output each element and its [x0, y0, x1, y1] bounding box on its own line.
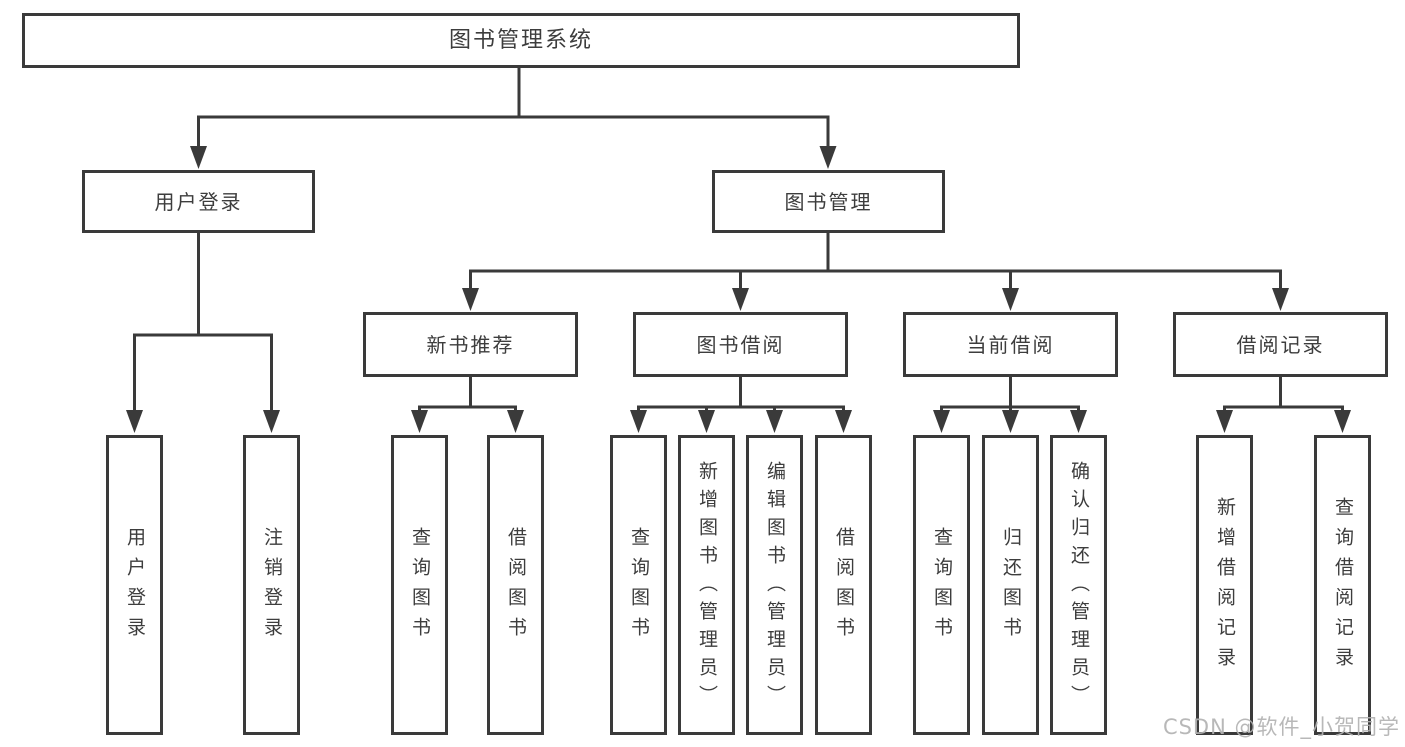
arrowhead	[698, 410, 715, 433]
connector-book-borrow-to-leaves	[630, 377, 852, 433]
arrowhead	[462, 288, 479, 311]
arrowhead	[732, 288, 749, 311]
connector-new-book-recommend-to-leaves	[411, 377, 524, 433]
node-leaf-add-borrow-record: 新增借阅记录	[1196, 435, 1253, 735]
arrowhead	[263, 410, 280, 433]
arrowhead	[126, 410, 143, 433]
node-leaf-borrow-books-recommend: 借阅图书	[487, 435, 544, 735]
node-book-borrow: 图书借阅	[633, 312, 848, 377]
arrowhead	[1002, 410, 1019, 433]
node-new-book-recommend: 新书推荐	[363, 312, 578, 377]
node-leaf-query-books-borrow: 查询图书	[610, 435, 667, 735]
connector-book-management-to-level3	[462, 233, 1289, 311]
arrowhead	[1216, 410, 1233, 433]
arrowhead	[507, 410, 524, 433]
node-leaf-logout: 注销登录	[243, 435, 300, 735]
node-leaf-query-books-recommend: 查询图书	[391, 435, 448, 735]
csdn-watermark: CSDN @软件_小贺同学	[1162, 715, 1400, 739]
node-leaf-user-login: 用户登录	[106, 435, 163, 735]
arrowhead	[819, 146, 837, 169]
node-user-login: 用户登录	[82, 170, 315, 233]
node-book-management: 图书管理	[712, 170, 945, 233]
node-leaf-return-book: 归还图书	[982, 435, 1039, 735]
connector-user-login-to-leaves	[126, 233, 280, 433]
arrowhead	[766, 410, 783, 433]
arrowhead	[835, 410, 852, 433]
node-leaf-add-book-admin: 新增图书（管理员）	[678, 435, 735, 735]
arrowhead	[1334, 410, 1351, 433]
node-current-borrow: 当前借阅	[903, 312, 1118, 377]
arrowhead	[411, 410, 428, 433]
node-leaf-query-borrow-record: 查询借阅记录	[1314, 435, 1371, 735]
arrowhead	[1002, 288, 1019, 311]
node-leaf-query-books-current: 查询图书	[913, 435, 970, 735]
arrowhead	[1272, 288, 1289, 311]
node-root-system: 图书管理系统	[22, 13, 1020, 68]
arrowhead	[630, 410, 647, 433]
connector-root-to-level2	[190, 68, 837, 169]
node-leaf-borrow-books: 借阅图书	[815, 435, 872, 735]
node-borrow-record: 借阅记录	[1173, 312, 1388, 377]
arrowhead	[190, 146, 207, 169]
arrowhead	[933, 410, 950, 433]
connector-current-borrow-to-leaves	[933, 377, 1087, 433]
arrowhead	[1070, 410, 1087, 433]
connector-borrow-record-to-leaves	[1216, 377, 1351, 433]
node-leaf-edit-book-admin: 编辑图书（管理员）	[746, 435, 803, 735]
node-leaf-confirm-return-admin: 确认归还（管理员）	[1050, 435, 1107, 735]
